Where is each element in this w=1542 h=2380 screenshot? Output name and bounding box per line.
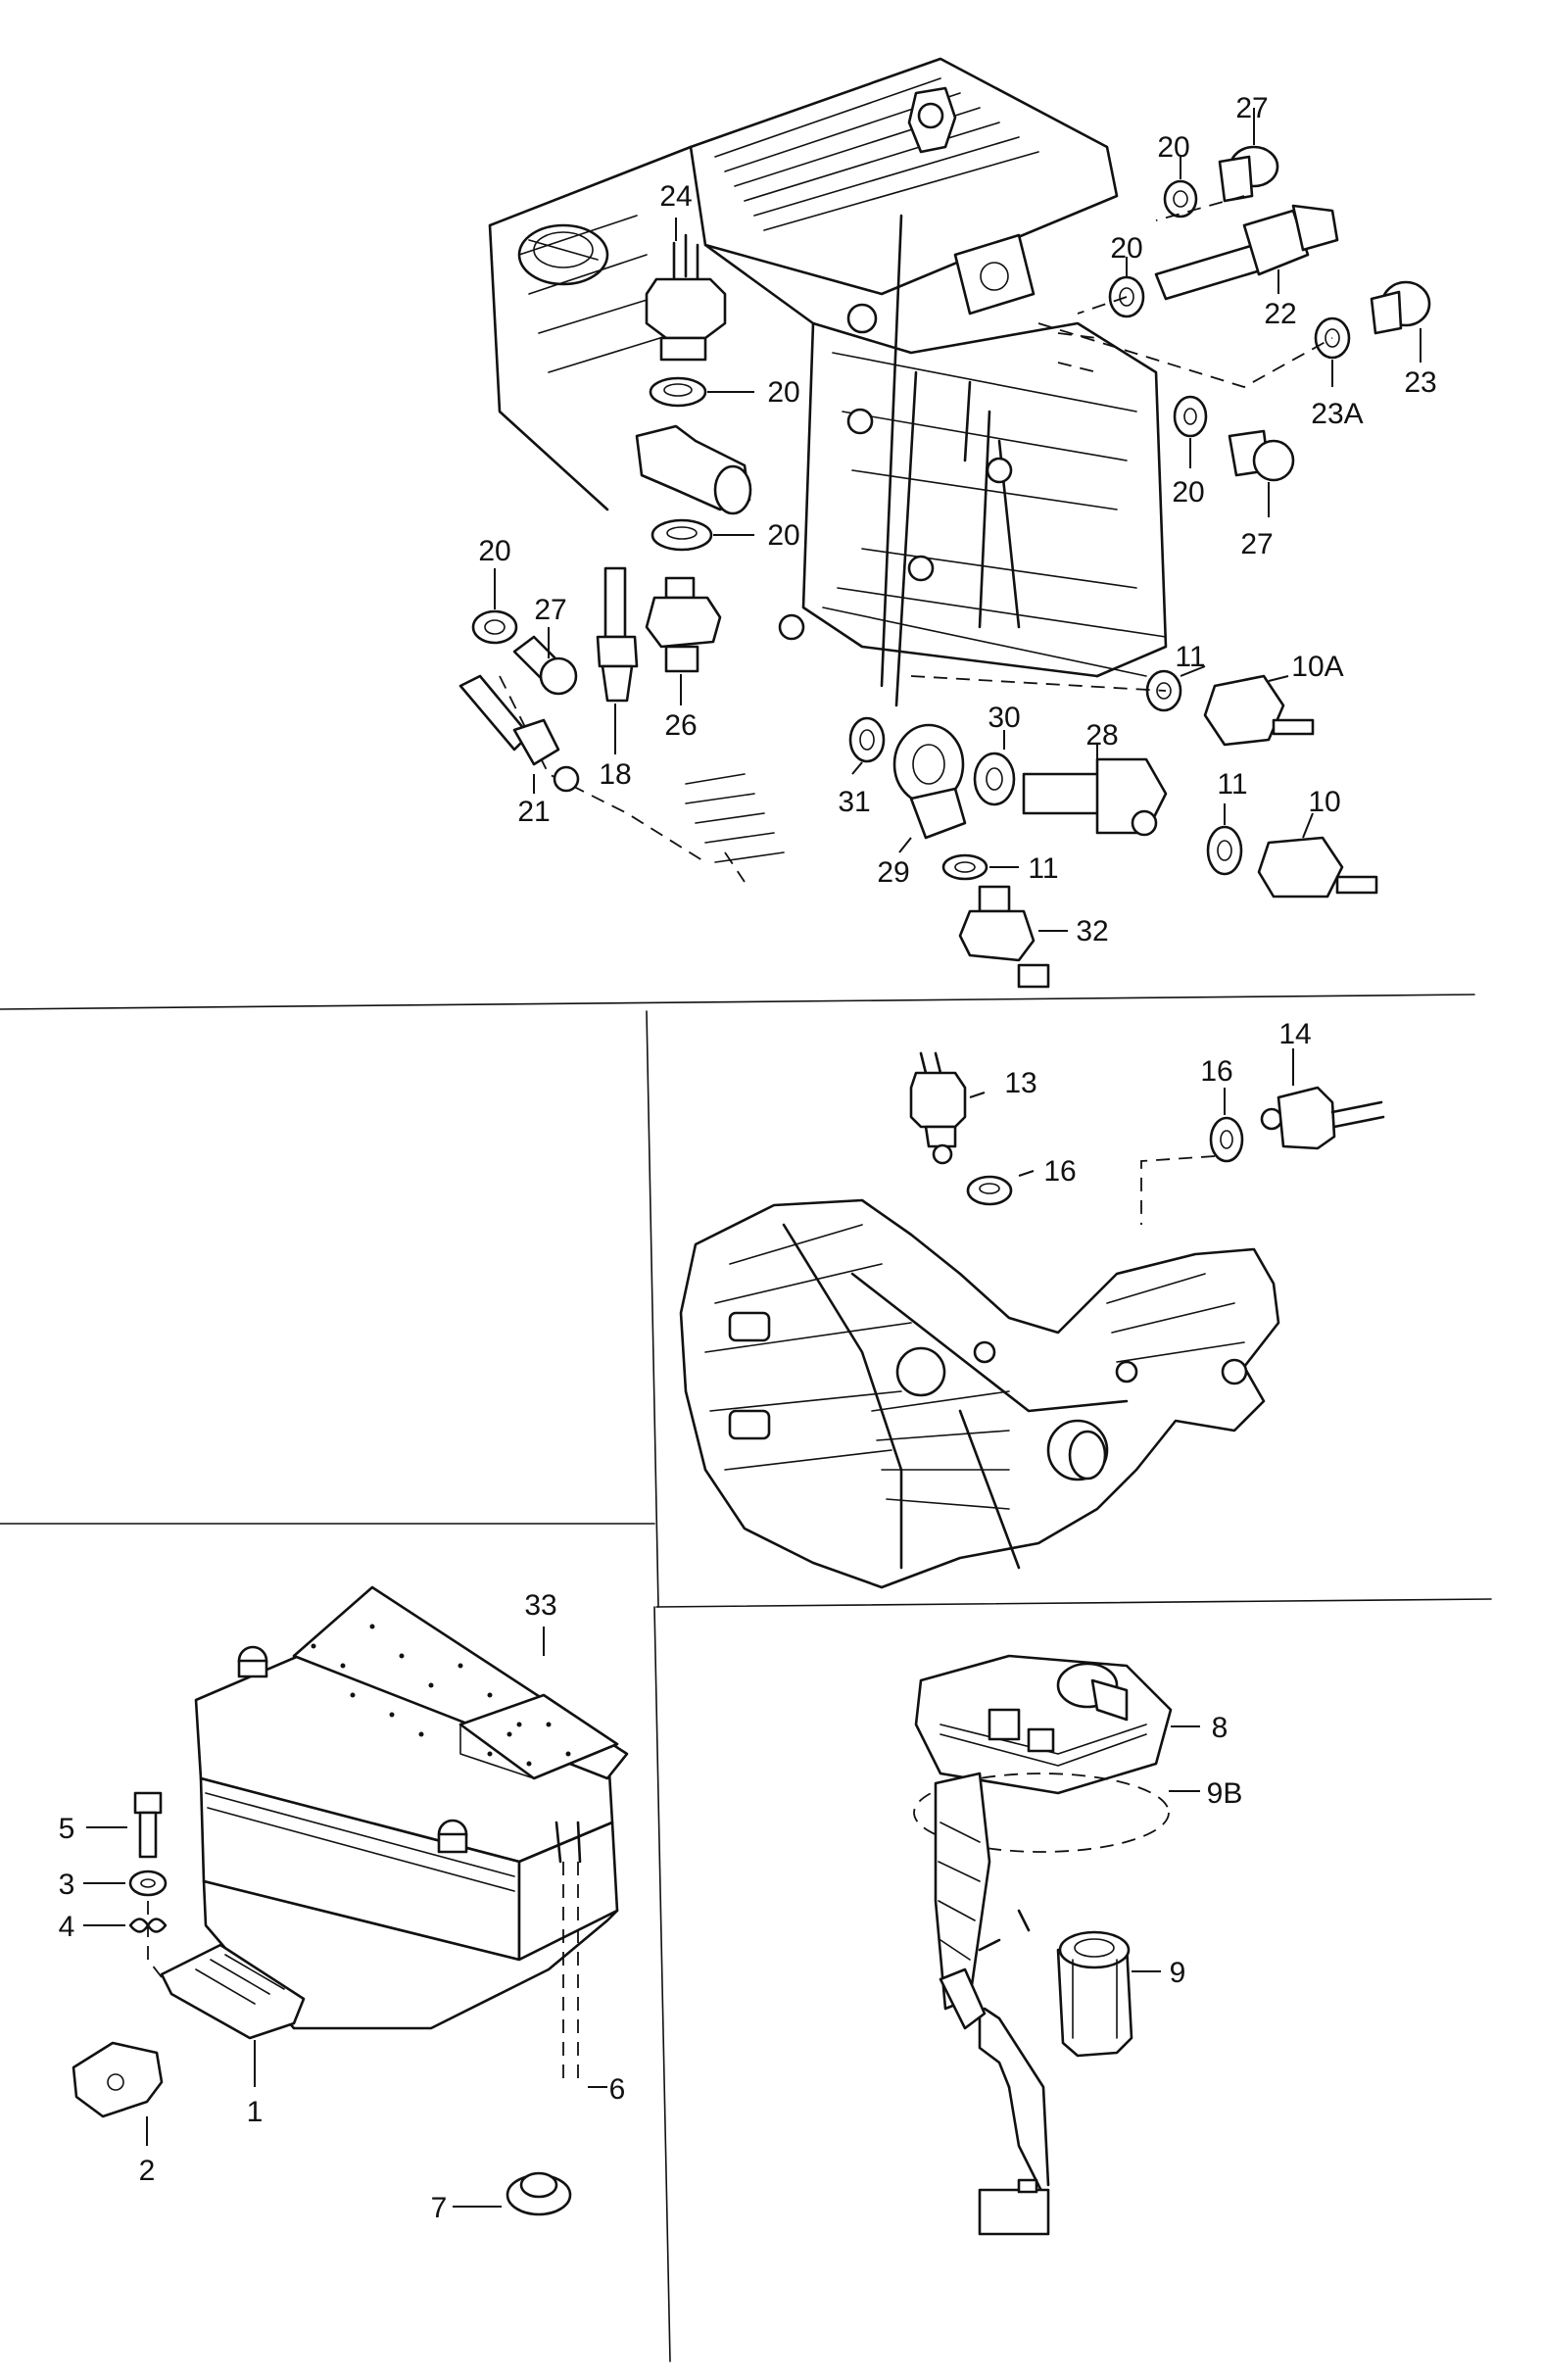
callout-16: 16 <box>1200 1055 1232 1088</box>
temperature-sender-mid <box>635 424 752 515</box>
banjo-fitting-29 <box>892 723 967 840</box>
seal-ring-20-top <box>1163 179 1198 219</box>
callout-21: 21 <box>517 796 550 828</box>
sender-21 <box>458 674 580 793</box>
callout-13: 13 <box>1004 1067 1036 1099</box>
callout-20: 20 <box>767 376 799 409</box>
bracket-2 <box>72 2041 164 2118</box>
callout-7: 7 <box>431 2192 448 2224</box>
oil-pressure-switch-26 <box>645 576 722 673</box>
gearbox-illustration <box>679 1198 1280 1589</box>
callout-9b: 9B <box>1207 1777 1243 1810</box>
callout-20: 20 <box>478 535 510 567</box>
callout-1: 1 <box>247 2096 264 2128</box>
engine-leader-lines <box>494 108 1422 932</box>
switch-14 <box>1260 1086 1385 1150</box>
callout-6: 6 <box>609 2073 626 2106</box>
seal-ring-16b <box>1209 1116 1244 1163</box>
switch-13 <box>909 1051 967 1165</box>
callout-3: 3 <box>59 1869 75 1901</box>
callout-26: 26 <box>664 709 697 742</box>
panel-dividers <box>0 994 1492 2362</box>
battery-top-stipple <box>311 1624 571 1767</box>
seal-ring-16a <box>966 1175 1013 1206</box>
engine-block-illustration <box>488 57 1168 883</box>
seal-ring-20a <box>649 376 707 408</box>
callout-32: 32 <box>1076 915 1108 947</box>
seal-ring-20-right <box>1173 395 1208 438</box>
battery-illustration <box>194 1585 629 2087</box>
plug-27-top <box>1218 145 1279 203</box>
seal-ring-20b <box>651 518 713 552</box>
clamp-1 <box>160 1943 306 2040</box>
callout-27: 27 <box>1240 528 1273 560</box>
callout-14: 14 <box>1278 1018 1311 1050</box>
callout-4: 4 <box>59 1911 75 1943</box>
callout-24: 24 <box>659 180 692 213</box>
callout-10a: 10A <box>1291 651 1343 683</box>
callout-18: 18 <box>599 758 631 791</box>
sender-10a <box>1203 674 1315 747</box>
callout-23a: 23A <box>1311 398 1363 430</box>
callout-33: 33 <box>524 1589 556 1622</box>
callout-20: 20 <box>767 519 799 552</box>
callout-27: 27 <box>1235 92 1268 124</box>
callout-11: 11 <box>1175 641 1205 673</box>
seal-ring-31 <box>848 716 886 763</box>
callout-30: 30 <box>988 702 1020 734</box>
seal-ring-11c <box>1206 825 1243 876</box>
plug-27a <box>512 635 578 696</box>
callout-28: 28 <box>1085 719 1118 752</box>
callout-8: 8 <box>1212 1712 1229 1744</box>
callout-22: 22 <box>1264 298 1296 330</box>
washer-3 <box>128 1870 168 1897</box>
callout-16: 16 <box>1043 1155 1076 1188</box>
callout-10: 10 <box>1308 786 1340 818</box>
engine-dash-lines <box>910 195 1333 692</box>
battery-leader-lines <box>83 1627 607 2208</box>
glow-plug-18 <box>596 566 639 703</box>
sensor-24 <box>645 233 727 362</box>
callout-20: 20 <box>1172 476 1204 509</box>
plug-27-right <box>1228 429 1295 482</box>
switch-32 <box>958 885 1050 989</box>
spring-washer-4 <box>128 1918 168 1933</box>
seal-ring-11b <box>941 853 988 881</box>
callout-31: 31 <box>838 786 870 818</box>
sender-22 <box>1154 204 1339 301</box>
callout-9: 9 <box>1170 1957 1186 1989</box>
bolt-5 <box>133 1791 163 1859</box>
fuel-sender-illustration <box>913 1654 1173 2236</box>
gearbox-leader-lines <box>969 1048 1294 1225</box>
seal-ring-30 <box>973 752 1016 806</box>
plug-23 <box>1370 280 1431 335</box>
callout-20: 20 <box>1157 131 1189 164</box>
seal-ring-20c <box>471 609 518 645</box>
callout-2: 2 <box>139 2155 156 2187</box>
callout-23: 23 <box>1404 366 1436 399</box>
banjo-bolt-28 <box>1022 757 1168 837</box>
grommet-7 <box>506 2171 572 2216</box>
fuel-sender-leader-lines <box>1132 1725 1200 1972</box>
callout-29: 29 <box>877 856 909 889</box>
callout-5: 5 <box>59 1813 75 1845</box>
callout-11: 11 <box>1028 852 1058 885</box>
callout-11: 11 <box>1217 768 1247 801</box>
callout-27: 27 <box>534 594 566 626</box>
sender-10 <box>1257 836 1378 899</box>
callout-20: 20 <box>1110 232 1142 265</box>
